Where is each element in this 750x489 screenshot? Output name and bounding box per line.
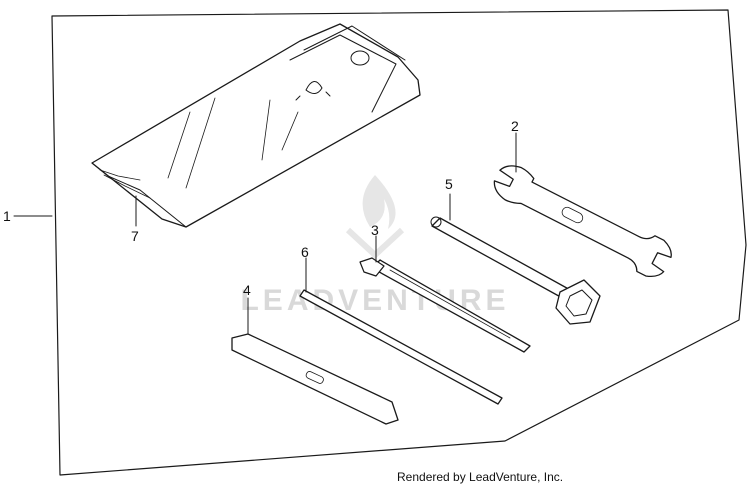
callout-2: 2 — [511, 118, 519, 134]
flame-logo-icon — [362, 175, 396, 229]
open-end-wrench — [493, 165, 672, 278]
pry-bar — [231, 333, 399, 425]
callout-4: 4 — [243, 282, 251, 298]
credit-text: Rendered by LeadVenture, Inc. — [397, 470, 563, 484]
tool-bag — [91, 23, 421, 228]
screwdriver — [359, 257, 531, 353]
callout-7: 7 — [131, 228, 139, 244]
chevron-logo-icon — [345, 227, 405, 260]
spark-plug-wrench — [430, 216, 601, 325]
callout-1: 1 — [3, 208, 11, 224]
kit-boundary — [51, 9, 747, 476]
callout-6: 6 — [301, 244, 309, 260]
callout-3: 3 — [371, 222, 379, 238]
handle-bar — [299, 289, 503, 405]
callout-5: 5 — [445, 176, 453, 192]
